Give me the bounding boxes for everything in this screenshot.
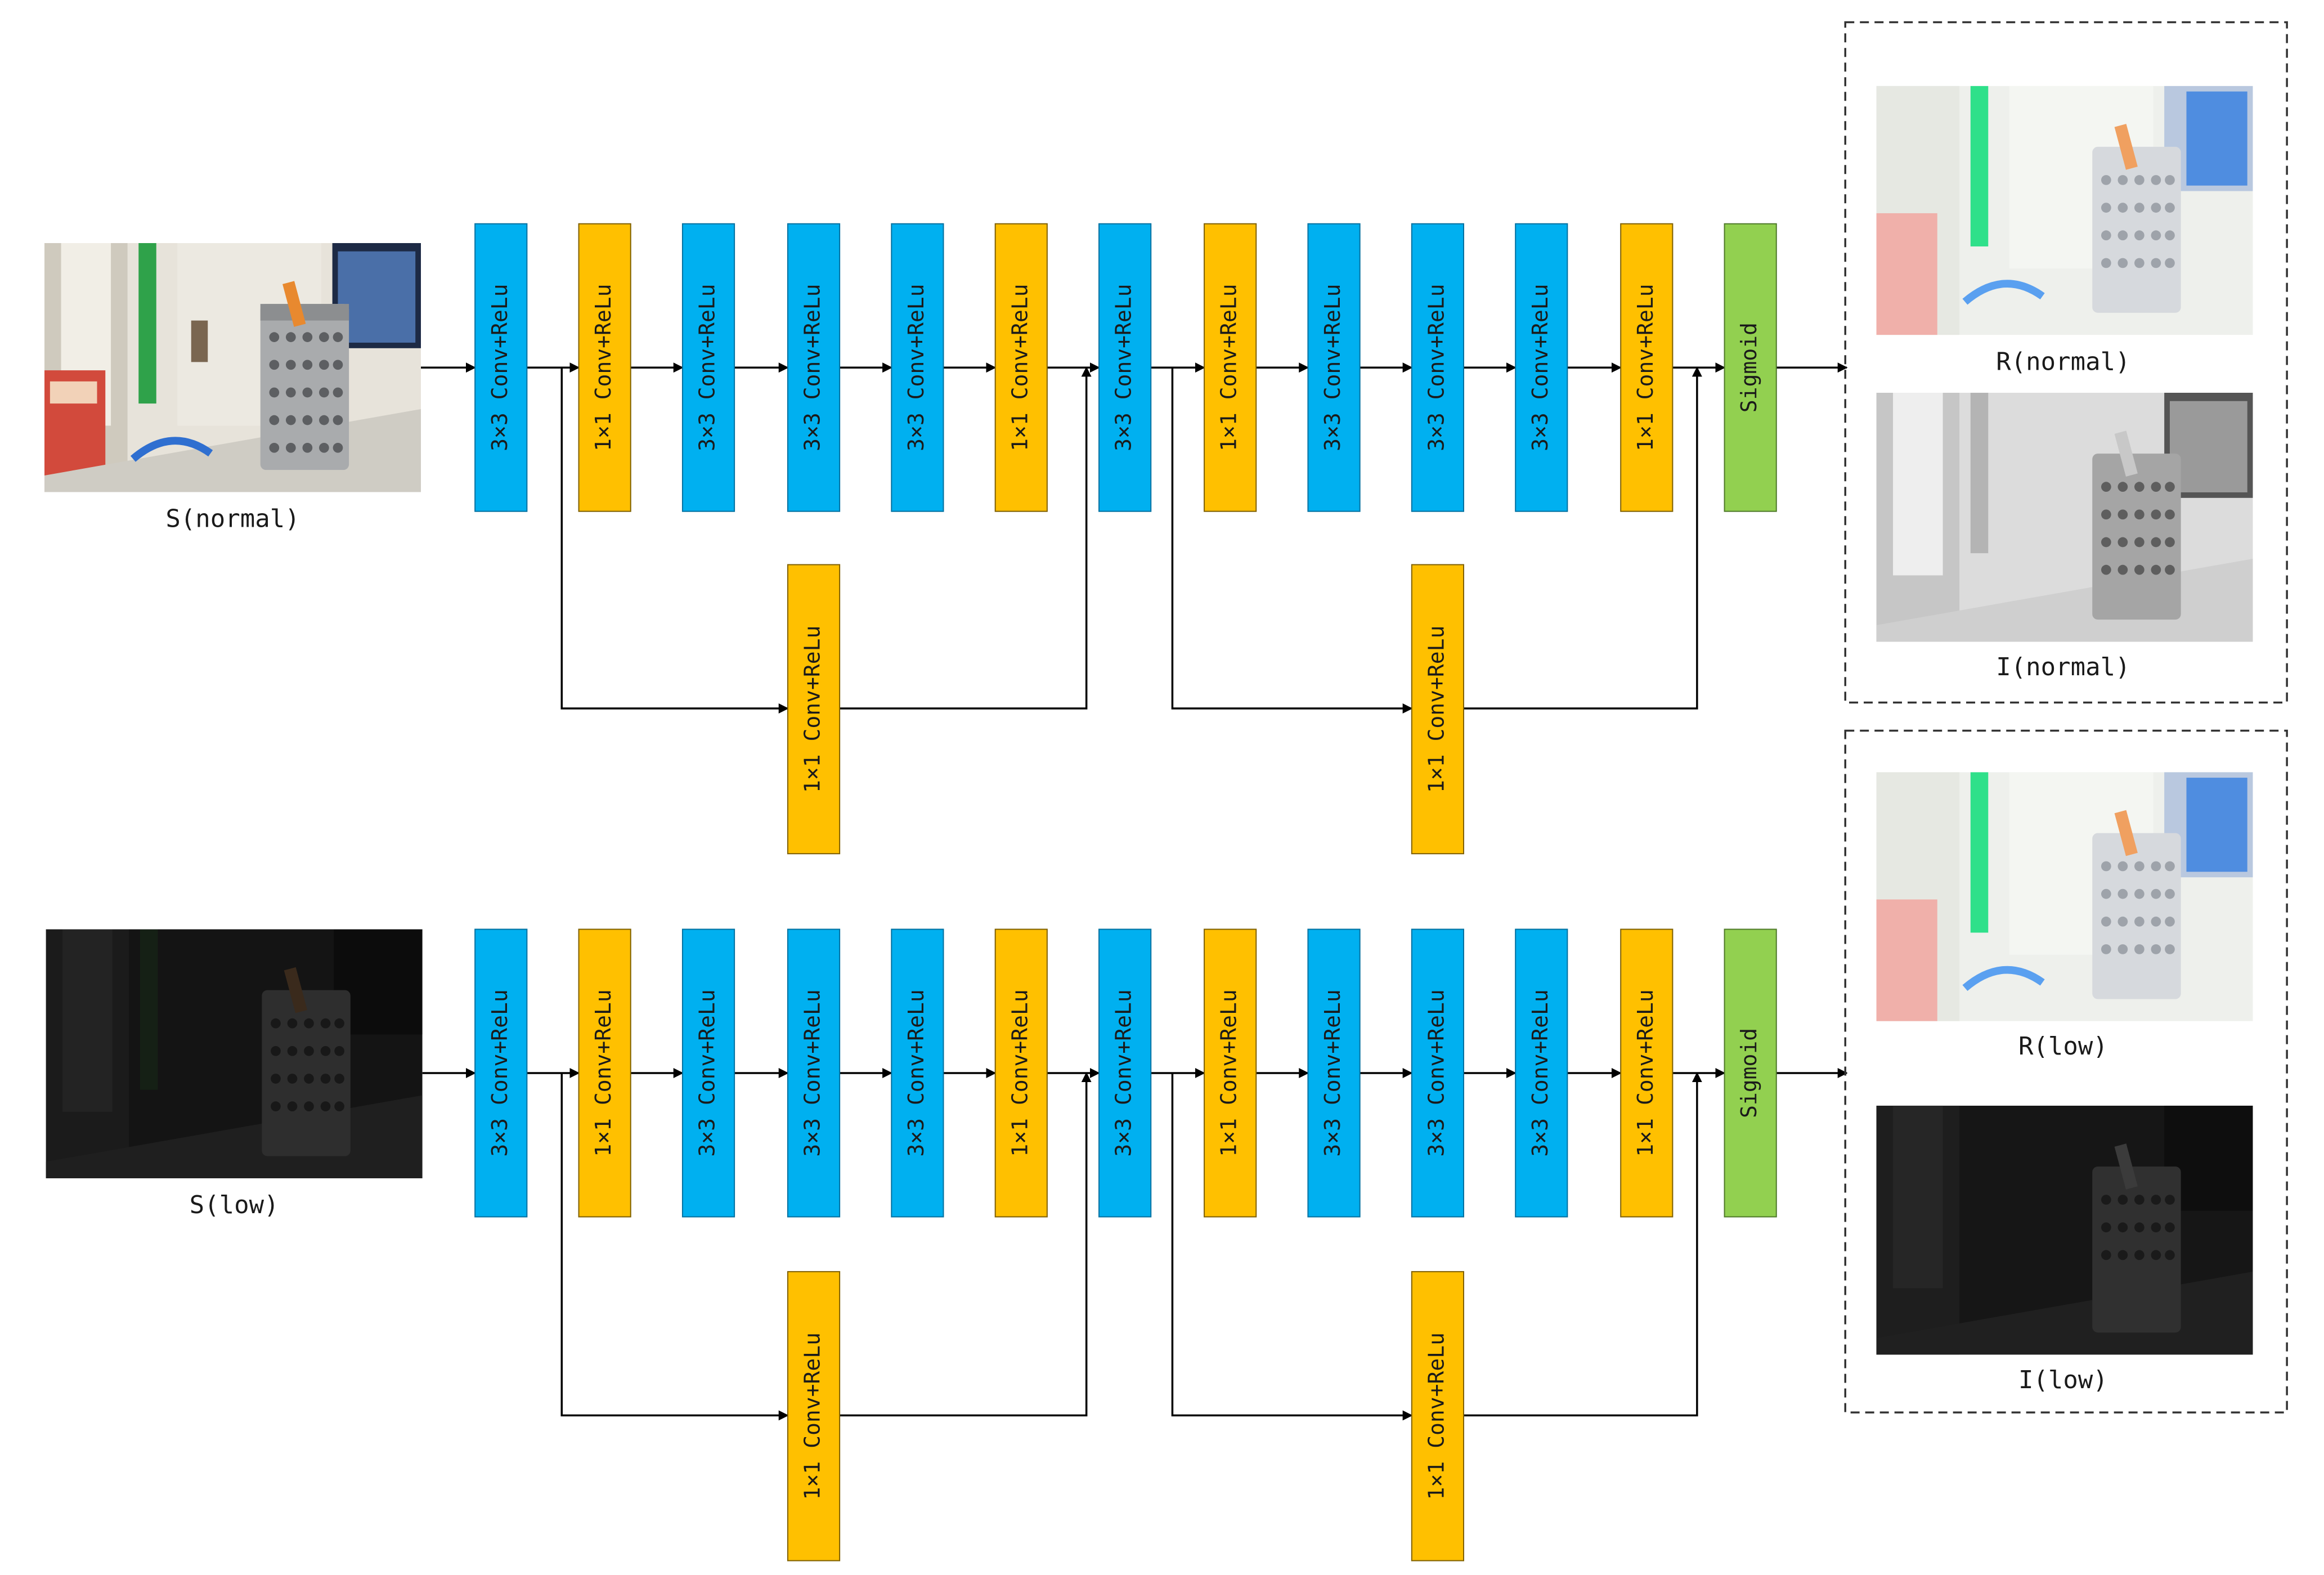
block-label-conv3: 3×3 Conv+ReLu	[1111, 284, 1136, 451]
block-conv3	[1098, 223, 1152, 512]
output-label: R(low)	[2018, 1032, 2108, 1061]
block-sigmoid	[1724, 928, 1777, 1218]
block-label-conv3: 3×3 Conv+ReLu	[487, 284, 512, 451]
skip-connection-in	[1171, 1073, 1413, 1421]
block-conv3	[787, 928, 841, 1218]
output-label: I(normal)	[1996, 653, 2130, 681]
block-conv3	[1515, 223, 1568, 512]
skip-connection-out	[840, 366, 1092, 710]
output-image-reflectance-normal	[1877, 86, 2253, 335]
block-conv1	[1620, 928, 1674, 1218]
block-label-conv3: 3×3 Conv+ReLu	[1424, 989, 1448, 1156]
output-image-reflectance-low	[1877, 772, 2253, 1021]
skip-connection-in	[1171, 367, 1413, 714]
output-label: I(low)	[2018, 1366, 2108, 1394]
block-label-conv3: 3×3 Conv+ReLu	[1528, 284, 1553, 451]
skip-connection-in	[560, 1073, 789, 1421]
skip-connection-out	[840, 1072, 1092, 1417]
block-label-conv3: 3×3 Conv+ReLu	[1111, 989, 1136, 1156]
output-image-illumination-low	[1876, 1105, 2253, 1355]
block-conv3	[474, 223, 528, 512]
block-conv3	[474, 928, 528, 1218]
input-label: S(low)	[190, 1191, 279, 1219]
input-label: S(normal)	[165, 505, 299, 533]
output-group-box	[1844, 729, 2288, 1414]
block-conv1	[578, 928, 631, 1218]
block-conv1	[1620, 223, 1674, 512]
skip-block-conv1x1	[787, 1271, 841, 1561]
block-conv3	[1515, 928, 1568, 1218]
block-label-sigmoid: Sigmoid	[1737, 1028, 1761, 1118]
block-label-conv3: 3×3 Conv+ReLu	[1320, 284, 1345, 451]
network-row-normal: S(normal) 1×1 Conv+ReLu 1×1 Conv+ReLu 3×3 C…	[44, 21, 2288, 855]
block-label-conv3: 3×3 Conv+ReLu	[487, 989, 512, 1156]
block-label-conv1: 1×1 Conv+ReLu	[1007, 989, 1032, 1156]
block-conv3	[1307, 223, 1361, 512]
skip-connection-out	[1464, 366, 1702, 710]
block-label-conv3: 3×3 Conv+ReLu	[800, 284, 825, 451]
block-conv3	[1098, 928, 1152, 1218]
skip-block-conv1x1	[1411, 1271, 1465, 1561]
block-conv3	[891, 928, 944, 1218]
skip-block-label: 1×1 Conv+ReLu	[800, 1332, 825, 1500]
block-conv3	[681, 223, 735, 512]
output-image-illumination-normal	[1876, 392, 2253, 642]
block-label-conv1: 1×1 Conv+ReLu	[591, 989, 616, 1156]
block-label-conv3: 3×3 Conv+ReLu	[695, 284, 720, 451]
skip-block-conv1x1	[787, 564, 841, 855]
block-label-conv3: 3×3 Conv+ReLu	[1424, 284, 1448, 451]
input-image-photo-low-light	[46, 929, 423, 1178]
block-conv1	[1204, 928, 1257, 1218]
output-label: R(normal)	[1996, 347, 2130, 376]
block-conv1	[994, 223, 1048, 512]
block-label-conv1: 1×1 Conv+ReLu	[1007, 284, 1032, 451]
block-label-conv3: 3×3 Conv+ReLu	[800, 989, 825, 1156]
block-sigmoid	[1724, 223, 1777, 512]
block-label-conv1: 1×1 Conv+ReLu	[1217, 989, 1241, 1156]
block-label-conv1: 1×1 Conv+ReLu	[1633, 989, 1658, 1156]
block-conv3	[787, 223, 841, 512]
skip-block-label: 1×1 Conv+ReLu	[1424, 626, 1448, 793]
block-label-sigmoid: Sigmoid	[1737, 322, 1761, 412]
skip-connection-in	[560, 367, 789, 714]
block-label-conv1: 1×1 Conv+ReLu	[1633, 284, 1658, 451]
block-conv3	[681, 928, 735, 1218]
block-conv1	[1204, 223, 1257, 512]
block-label-conv3: 3×3 Conv+ReLu	[1528, 989, 1553, 1156]
block-label-conv3: 3×3 Conv+ReLu	[695, 989, 720, 1156]
block-label-conv1: 1×1 Conv+ReLu	[591, 284, 616, 451]
skip-block-label: 1×1 Conv+ReLu	[1424, 1332, 1448, 1500]
output-group-box	[1844, 21, 2288, 704]
skip-block-conv1x1	[1411, 564, 1465, 855]
block-label-conv3: 3×3 Conv+ReLu	[904, 284, 928, 451]
block-conv3	[1307, 928, 1361, 1218]
block-label-conv1: 1×1 Conv+ReLu	[1217, 284, 1241, 451]
input-image-photo-normal-light	[44, 243, 421, 492]
block-conv1	[994, 928, 1048, 1218]
block-conv3	[1411, 928, 1465, 1218]
block-conv3	[891, 223, 944, 512]
block-label-conv3: 3×3 Conv+ReLu	[904, 989, 928, 1156]
block-label-conv3: 3×3 Conv+ReLu	[1320, 989, 1345, 1156]
diagram-rows: S(normal) 1×1 Conv+ReLu 1×1 Conv+ReLu 3×3 C…	[44, 21, 2288, 1561]
skip-connection-out	[1464, 1072, 1702, 1417]
skip-block-label: 1×1 Conv+ReLu	[800, 626, 825, 793]
block-conv3	[1411, 223, 1465, 512]
network-row-low: S(low) 1×1 Conv+ReLu 1×1 Conv+ReLu 3×3 Conv…	[46, 729, 2288, 1561]
block-conv1	[578, 223, 631, 512]
